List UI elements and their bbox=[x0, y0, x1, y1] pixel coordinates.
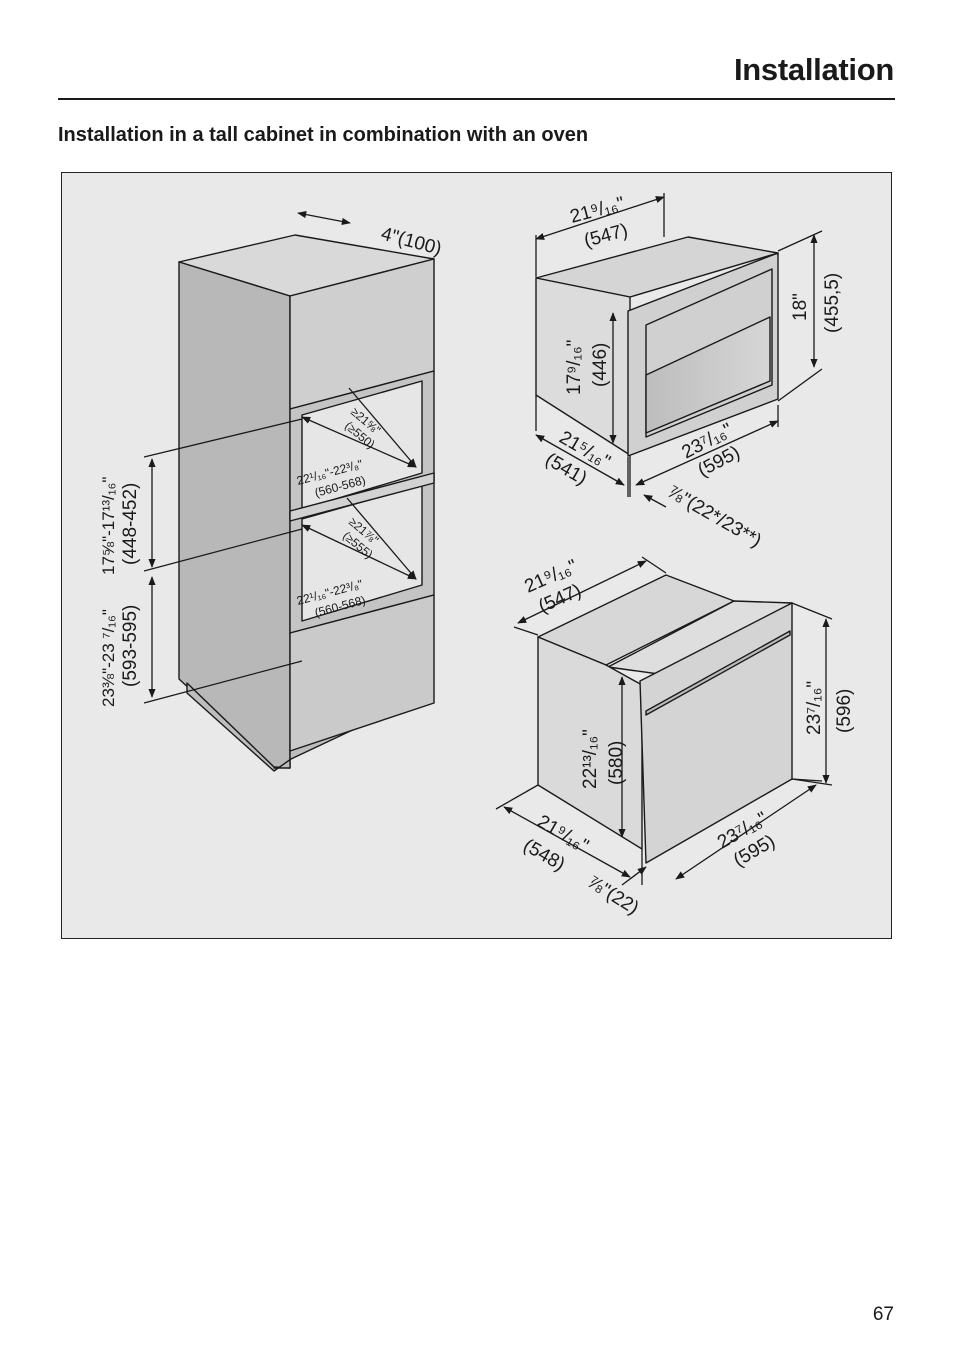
oven-front-height-mm: (596) bbox=[834, 689, 855, 733]
section-heading: Installation in a tall cabinet in combin… bbox=[58, 124, 589, 146]
oven-body-height: 22¹³/₁₆" bbox=[580, 729, 601, 789]
lower-niche-height: 23⅜"-23 ⁷/₁₆" bbox=[99, 609, 118, 707]
compact-body-height-mm: (446) bbox=[590, 343, 611, 387]
compact-front-panel: ⅞"(22*/23**) bbox=[664, 481, 765, 552]
compact-front-height-mm: (455,5) bbox=[822, 273, 843, 333]
oven-body-height-mm: (580) bbox=[606, 741, 627, 785]
installation-diagram: 4"(100) ≥21⅝" (≥550) 22¹/₁₆"-22³/₈" (560… bbox=[61, 172, 892, 939]
title-rule bbox=[58, 98, 895, 100]
oven-dimension-lines bbox=[495, 556, 833, 886]
cabinet-dimension-lines bbox=[143, 210, 417, 704]
upper-niche-height-mm: (448-452) bbox=[120, 483, 141, 565]
upper-niche-height: 17⅝"-17¹³/₁₆" bbox=[99, 477, 118, 575]
compact-top-depth-mm: (547) bbox=[582, 220, 630, 252]
oven-front-height: 23⁷/₁₆" bbox=[804, 681, 825, 735]
compact-front-height: 18" bbox=[790, 293, 811, 321]
page-number: 67 bbox=[872, 1304, 894, 1325]
oven-front-panel: ⅞"(22) bbox=[583, 871, 642, 919]
lower-niche-height-mm: (593-595) bbox=[120, 605, 141, 687]
page-title: Installation bbox=[733, 52, 894, 87]
compact-body-height: 17⁹/₁₆" bbox=[564, 340, 585, 395]
compact-dimension-lines bbox=[535, 193, 823, 508]
compact-appliance bbox=[535, 236, 779, 457]
tall-cabinet bbox=[178, 234, 435, 772]
